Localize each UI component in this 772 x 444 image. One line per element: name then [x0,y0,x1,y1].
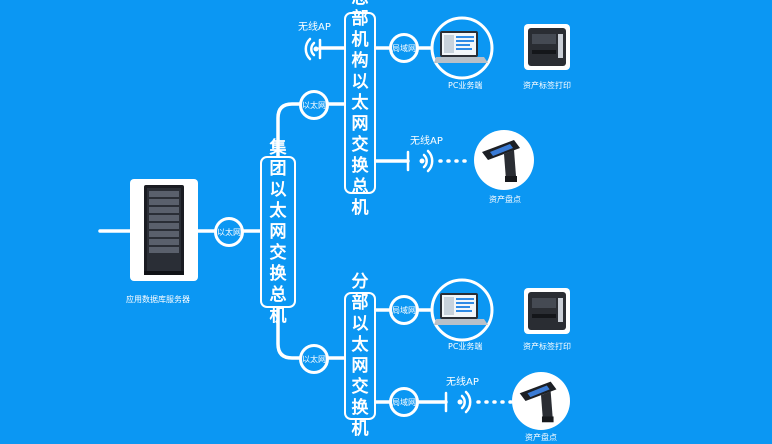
laptop-icon [434,31,488,63]
laptop-icon [434,293,488,325]
hq-switch-node: 总部机构以太网交换总机 [344,0,376,218]
ethernet-link-label: 以太网 [217,227,241,237]
hq-pc-label: PC业务端 [448,81,483,90]
hq-ap2-label: 无线AP [410,136,443,147]
server-node [130,179,198,281]
group-switch-label: 集团以太网交换总机 [269,137,287,326]
ethernet-link-node: 以太网 [214,217,244,247]
lan-link-node-branch-ap: 局域网 [389,387,419,417]
hq-printer-label: 资产标签打印 [523,81,571,90]
branch-scanner-node [512,372,570,430]
hq-scanner-label: 资产盘点 [489,195,521,204]
lan-link-label-branch-ap: 局域网 [392,397,416,407]
server-rack-icon [144,185,184,275]
hq-scanner-node [474,130,534,190]
server-label: 应用数据库服务器 [126,295,190,304]
branch-ap-label: 无线AP [446,377,479,388]
wifi-ap-icon [304,37,322,61]
branch-pc-label: PC业务端 [448,342,483,351]
ethernet-link-node-branch: 以太网 [299,344,329,374]
branch-printer-label: 资产标签打印 [523,342,571,351]
branch-scanner-label: 资产盘点 [525,433,557,442]
lan-link-node-hq-pc: 局域网 [389,33,419,63]
lan-link-label-hq-pc: 局域网 [392,43,416,53]
wifi-ap-icon [406,149,434,173]
hq-switch-label: 总部机构以太网交换总机 [351,0,369,218]
branch-switch-node: 分部以太网交换机 [344,272,376,439]
ethernet-link-label-branch: 以太网 [302,354,326,364]
group-switch-node: 集团以太网交换总机 [260,138,296,326]
handheld-scanner-icon [519,381,557,423]
handheld-scanner-icon [482,140,520,182]
branch-switch-label: 分部以太网交换机 [351,272,369,439]
hq-ap-label: 无线AP [298,22,331,33]
ethernet-link-node-hq: 以太网 [299,90,329,120]
lan-link-label-branch-pc: 局域网 [392,305,416,315]
label-printer-icon [524,288,570,334]
lan-link-node-branch-pc: 局域网 [389,295,419,325]
ethernet-link-label-hq: 以太网 [302,100,326,110]
label-printer-icon [524,24,570,70]
wifi-ap-icon [444,390,472,414]
